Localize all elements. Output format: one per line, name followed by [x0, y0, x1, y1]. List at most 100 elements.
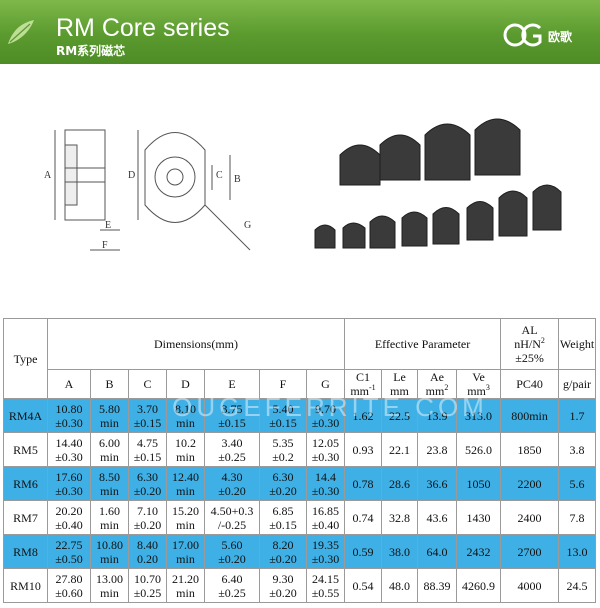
cell-weight: 3.8 — [558, 432, 597, 467]
cell-dim-c: 6.30±0.20 — [128, 466, 167, 501]
label-d: D — [128, 170, 135, 181]
cell-dim-a: 17.60±0.30 — [47, 466, 91, 501]
cell-dim-e: 3.75±0.15 — [204, 398, 260, 433]
cell-dim-c: 3.70±0.15 — [128, 398, 167, 433]
cell-le: 28.6 — [381, 466, 419, 501]
cell-le: 38.0 — [381, 534, 419, 569]
cell-c1: 1.62 — [344, 398, 383, 433]
cell-weight: 5.6 — [558, 466, 597, 501]
cell-dim-g: 12.05±0.30 — [305, 432, 346, 467]
cell-al: 800min — [500, 398, 560, 433]
cell-ve: 1430 — [456, 500, 502, 535]
cell-dim-f: 6.85±0.15 — [259, 500, 307, 535]
cell-c1: 0.54 — [344, 568, 383, 603]
cell-dim-e: 4.50+0.3/-0.25 — [204, 500, 260, 535]
og-logo-icon — [503, 23, 542, 47]
cell-dim-c: 10.70±0.25 — [128, 568, 167, 603]
col-header-e: E — [204, 369, 260, 399]
cell-dim-e: 3.40±0.25 — [204, 432, 260, 467]
cell-type: RM6 — [3, 466, 48, 501]
cell-le: 32.8 — [381, 500, 419, 535]
cell-dim-g: 14.4±0.30 — [305, 466, 346, 501]
ferrite-cores-photo — [314, 118, 562, 249]
cell-ae: 23.8 — [417, 432, 458, 467]
cell-ae: 64.0 — [417, 534, 458, 569]
core-dimension-drawing: A E F D C B G — [44, 129, 251, 251]
col-header-a: A — [47, 369, 91, 399]
cell-c1: 0.59 — [344, 534, 383, 569]
cell-weight: 24.5 — [558, 568, 597, 603]
cell-dim-f: 8.20±0.20 — [259, 534, 307, 569]
page-subtitle: RM系列磁芯 — [56, 44, 126, 58]
cell-dim-a: 22.75±0.50 — [47, 534, 91, 569]
cell-ae: 36.6 — [417, 466, 458, 501]
brand-name: 欧歌 — [548, 30, 573, 44]
weight-header: Weight — [558, 318, 597, 370]
cell-type: RM5 — [3, 432, 48, 467]
cell-dim-f: 9.30±0.20 — [259, 568, 307, 603]
cell-c1: 0.93 — [344, 432, 383, 467]
page-title: RM Core series — [56, 14, 230, 42]
cell-ae: 43.6 — [417, 500, 458, 535]
cell-c1: 0.74 — [344, 500, 383, 535]
cell-dim-e: 5.60±0.20 — [204, 534, 260, 569]
cell-le: 48.0 — [381, 568, 419, 603]
label-f: F — [102, 240, 108, 251]
label-g: G — [244, 220, 251, 231]
cell-type: RM4A — [3, 398, 48, 433]
type-header: Type — [3, 318, 48, 399]
cell-dim-a: 27.80±0.60 — [47, 568, 91, 603]
col-header-weight-unit: g/pair — [558, 369, 597, 399]
cell-dim-e: 4.30±0.20 — [204, 466, 260, 501]
cell-type: RM10 — [3, 568, 48, 603]
leaf-icon — [8, 20, 34, 44]
cell-al: 1850 — [500, 432, 560, 467]
cell-dim-f: 5.40±0.15 — [259, 398, 307, 433]
cell-ve: 2432 — [456, 534, 502, 569]
cell-ae: 88.39 — [417, 568, 458, 603]
cell-dim-c: 7.10±0.20 — [128, 500, 167, 535]
cell-dim-f: 5.35±0.2 — [259, 432, 307, 467]
label-b: B — [234, 174, 241, 185]
label-a: A — [44, 170, 52, 181]
col-header-pc40: PC40 — [500, 369, 560, 399]
cell-le: 22.5 — [381, 398, 419, 433]
rm-core-spec-table: Type Dimensions(mm) Effective Parameter … — [3, 318, 597, 603]
effective-parameter-header: Effective Parameter — [344, 318, 502, 370]
cell-weight: 1.7 — [558, 398, 597, 433]
cell-weight: 7.8 — [558, 500, 597, 535]
cell-type: RM7 — [3, 500, 48, 535]
col-header-f: F — [259, 369, 307, 399]
col-header-g: G — [305, 369, 346, 399]
col-header-d: D — [166, 369, 205, 399]
cell-dim-a: 14.40±0.30 — [47, 432, 91, 467]
col-header-c: C — [128, 369, 167, 399]
cell-ve: 4260.9 — [456, 568, 502, 603]
dimensions-header: Dimensions(mm) — [46, 318, 346, 370]
cell-dim-f: 6.30±0.20 — [259, 466, 307, 501]
cell-dim-a: 10.80±0.30 — [47, 398, 91, 433]
cell-al: 4000 — [500, 568, 560, 603]
cell-ve: 313.0 — [456, 398, 502, 433]
cell-al: 2700 — [500, 534, 560, 569]
